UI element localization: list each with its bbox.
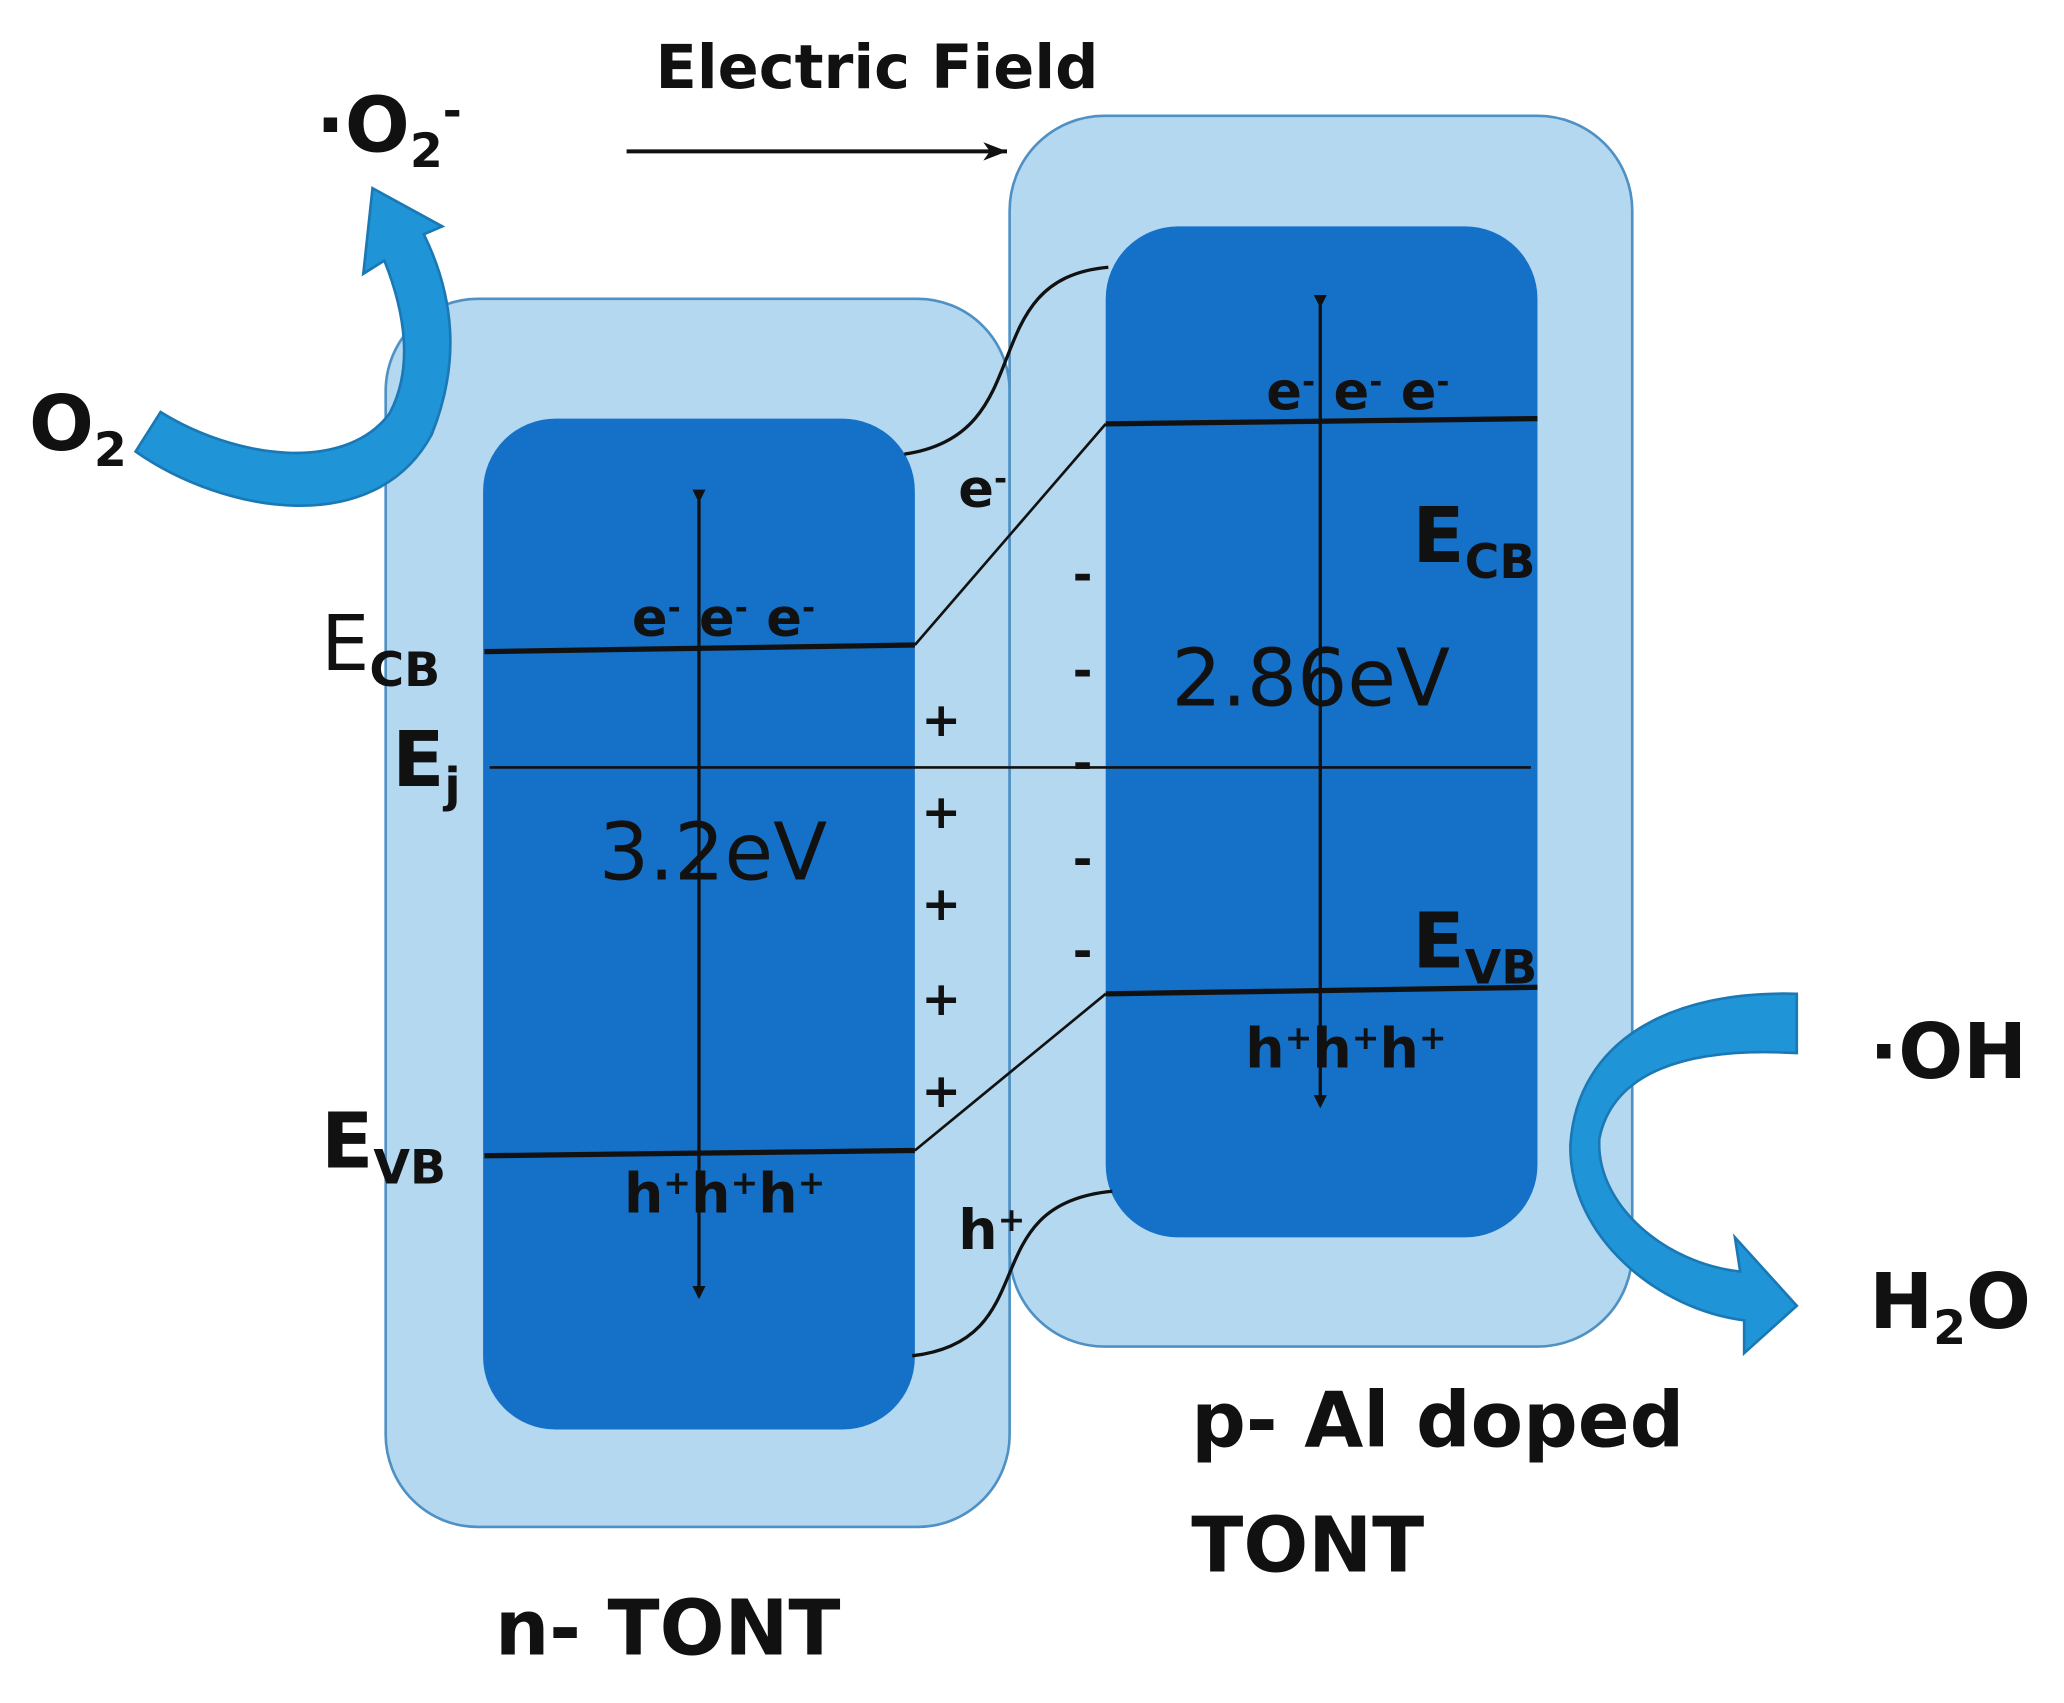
n-ecb-label: ECB — [321, 598, 441, 697]
electron-transfer-curve — [904, 265, 1109, 456]
p-tont-name-line2: TONT — [1191, 1500, 1425, 1591]
n-electrons-label: e- e- e- — [631, 588, 816, 649]
junction-minus-1: - — [1072, 548, 1093, 603]
p-bandgap-value: 2.86eV — [1171, 633, 1451, 726]
junction-hole-label: h+ — [958, 1197, 1026, 1263]
junction-plus-2: + — [921, 785, 962, 840]
hydroxyl-radical-label: ·OH — [1869, 1006, 2028, 1097]
n-holes-label: h+h+h+ — [623, 1161, 826, 1226]
conduction-band-connector — [913, 422, 1107, 646]
electric-field-label: Electric Field — [655, 31, 1099, 103]
p-tont-name-line1: p- Al doped — [1191, 1375, 1685, 1466]
junction-minus-3: - — [1072, 737, 1093, 792]
junction-minus-5: - — [1072, 925, 1093, 980]
hydroxyl-reaction-arrow — [1569, 992, 1799, 1357]
junction-minus-4: - — [1072, 833, 1093, 888]
n-bandgap-value: 3.2eV — [598, 806, 828, 900]
junction-plus-5: + — [921, 1064, 962, 1119]
n-tont-name: n- TONT — [494, 1583, 841, 1674]
junction-minus-2: - — [1072, 645, 1093, 699]
oxygen-reactant-label: O2 — [28, 379, 127, 478]
p-evb-label: EVB — [1412, 896, 1538, 995]
junction-plus-4: + — [921, 972, 962, 1027]
n-evb-label: EVB — [321, 1096, 447, 1195]
water-product-label: H2O — [1869, 1257, 2031, 1356]
p-ecb-label: ECB — [1412, 490, 1536, 590]
hole-transfer-curve — [912, 1189, 1113, 1358]
junction-plus-3: + — [921, 877, 962, 932]
valence-band-connector — [914, 992, 1107, 1152]
fermi-level-label: Ej — [392, 714, 461, 813]
p-electrons-label: e- e- e- — [1266, 361, 1450, 423]
oxygen-reduction-arrow — [133, 186, 452, 507]
junction-electron-label: e- — [958, 459, 1008, 520]
p-holes-label: h+h+h+ — [1245, 1016, 1447, 1081]
junction-plus-1: + — [921, 693, 962, 748]
superoxide-product-label: ·O2- — [315, 80, 462, 179]
